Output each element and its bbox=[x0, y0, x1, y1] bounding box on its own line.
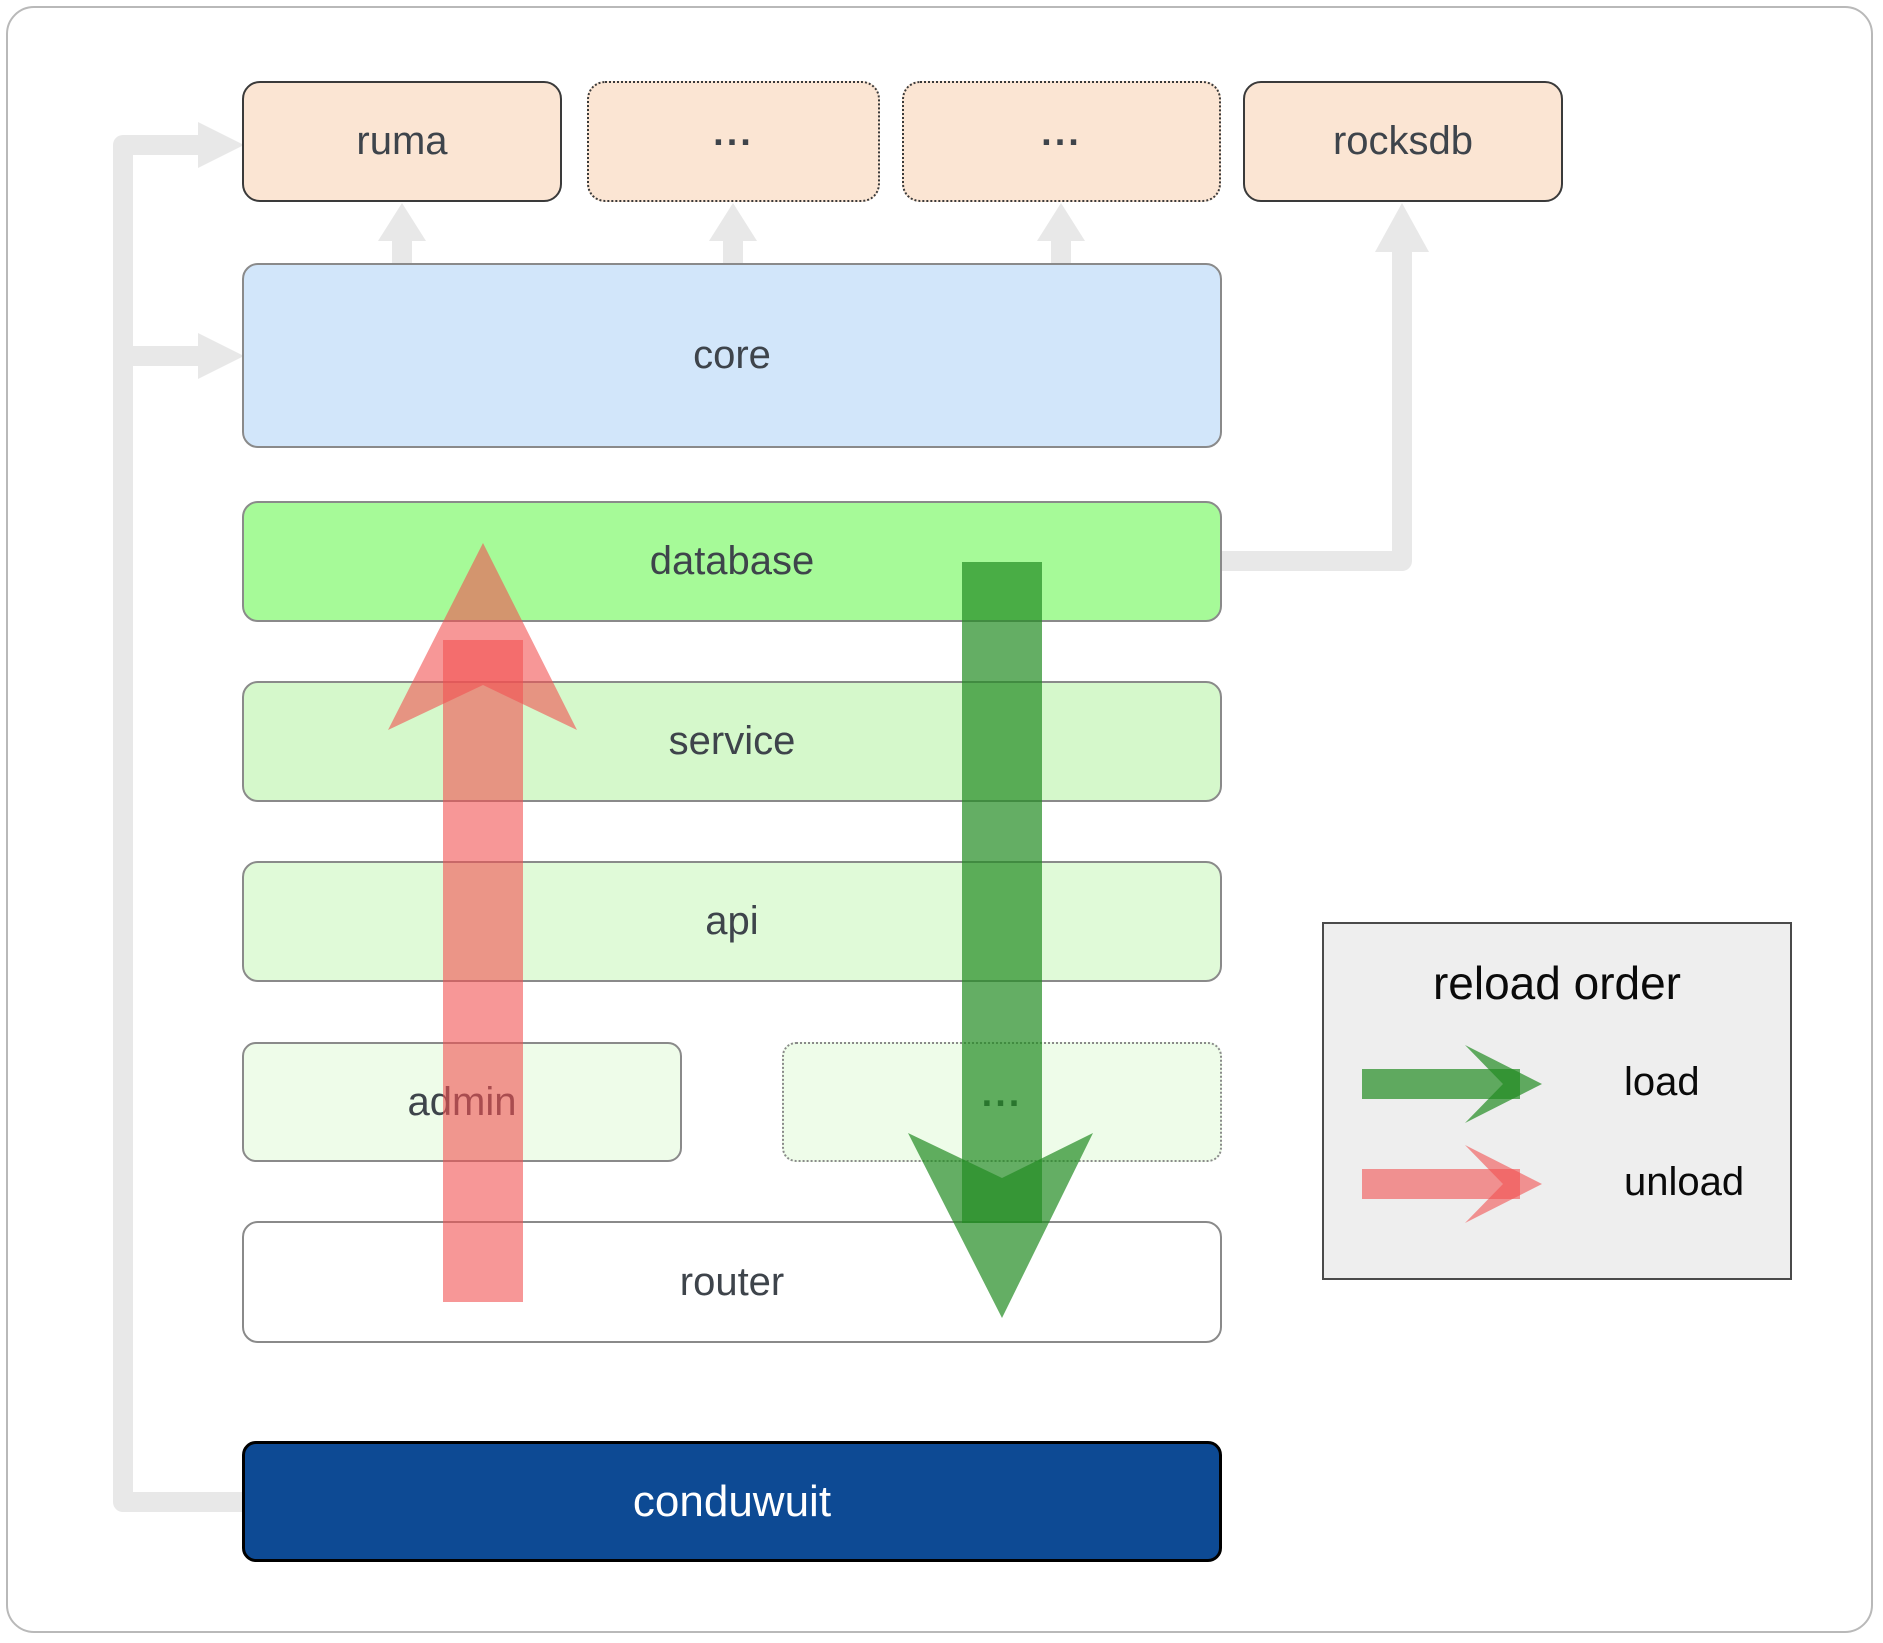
node-top-ellipsis-2-label: ... bbox=[1041, 112, 1082, 154]
legend-unload-arrow-icon bbox=[1362, 1145, 1542, 1223]
node-conduwuit: conduwuit bbox=[242, 1441, 1222, 1562]
node-router: router bbox=[242, 1221, 1222, 1343]
node-service: service bbox=[242, 681, 1222, 802]
node-router-label: router bbox=[679, 1259, 785, 1304]
node-ruma: ruma bbox=[242, 81, 562, 202]
node-conduwuit-label: conduwuit bbox=[632, 1476, 832, 1526]
legend-load-arrow-head bbox=[1465, 1045, 1542, 1123]
node-rocksdb: rocksdb bbox=[1243, 81, 1563, 202]
legend-load-label: load bbox=[1624, 1060, 1700, 1104]
legend-unload-label: unload bbox=[1624, 1160, 1745, 1204]
node-api: api bbox=[242, 861, 1222, 982]
node-database: database bbox=[242, 501, 1222, 622]
legend-unload-arrow-head bbox=[1465, 1145, 1542, 1223]
node-admin-ellipsis-label: ... bbox=[981, 1072, 1023, 1115]
node-top-ellipsis-1: ... bbox=[587, 81, 880, 202]
node-core-label: core bbox=[693, 333, 771, 377]
node-admin-label: admin bbox=[407, 1079, 517, 1124]
node-service-label: service bbox=[668, 719, 796, 763]
node-rocksdb-label: rocksdb bbox=[1332, 119, 1474, 163]
node-top-ellipsis-1-label: ... bbox=[713, 112, 754, 154]
diagram-outer-frame bbox=[6, 6, 1873, 1633]
legend-load-arrow-icon bbox=[1362, 1045, 1542, 1123]
node-core: core bbox=[242, 263, 1222, 448]
legend-panel: reload order load unload bbox=[1322, 922, 1792, 1280]
node-admin-ellipsis: ... bbox=[782, 1042, 1222, 1162]
node-ruma-label: ruma bbox=[356, 119, 448, 163]
node-api-label: api bbox=[705, 899, 759, 943]
node-top-ellipsis-2: ... bbox=[902, 81, 1221, 202]
node-database-label: database bbox=[649, 539, 815, 583]
node-admin: admin bbox=[242, 1042, 682, 1162]
legend-title: reload order bbox=[1432, 957, 1682, 1009]
